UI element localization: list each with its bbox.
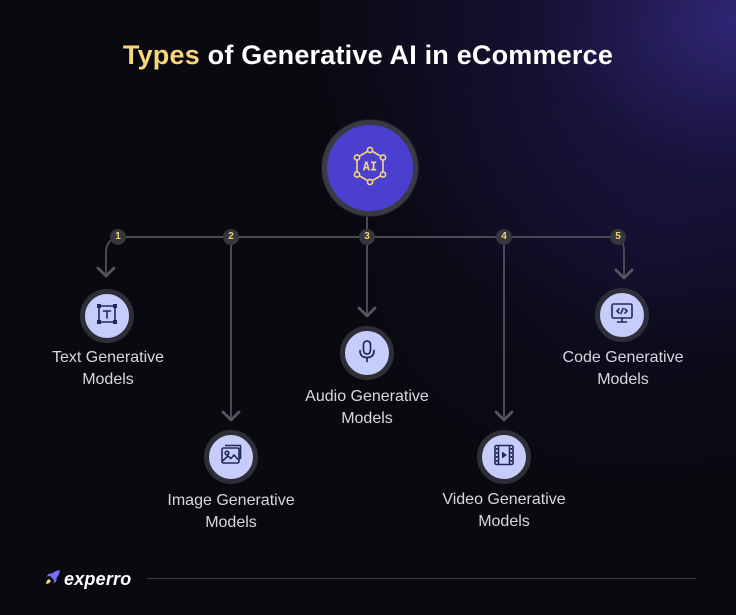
title-rest: of Generative AI in eCommerce bbox=[199, 40, 614, 70]
video-model-label: Video Generative Models bbox=[419, 489, 589, 533]
microphone-icon bbox=[354, 338, 380, 369]
audio-model-label: Audio Generative Models bbox=[282, 386, 452, 430]
branch-1-number: 1 bbox=[110, 229, 126, 245]
image-model-label: Image Generative Models bbox=[146, 490, 316, 534]
code-model-node bbox=[595, 288, 649, 342]
audio-model-label-line1: Audio Generative bbox=[305, 388, 429, 405]
code-model-label-line2: Models bbox=[597, 371, 649, 388]
audio-model-node bbox=[340, 326, 394, 380]
brand-logo: experro bbox=[44, 568, 131, 591]
text-model-node bbox=[80, 289, 134, 343]
image-model-label-line2: Models bbox=[205, 514, 257, 531]
rocket-icon bbox=[44, 568, 62, 591]
ai-hub-node: AI bbox=[322, 120, 418, 216]
video-model-label-line1: Video Generative bbox=[442, 491, 566, 508]
image-model-node bbox=[204, 430, 258, 484]
page-title: Types of Generative AI in eCommerce bbox=[0, 40, 736, 71]
branch-5-number: 5 bbox=[610, 229, 626, 245]
text-model-label: Text Generative Models bbox=[23, 347, 193, 391]
ai-icon-text: AI bbox=[363, 159, 377, 173]
image-icon bbox=[218, 442, 244, 473]
audio-model-label-line2: Models bbox=[341, 410, 393, 427]
video-icon bbox=[491, 442, 517, 473]
code-model-label: Code Generative Models bbox=[538, 347, 708, 391]
text-model-label-line1: Text Generative bbox=[51, 349, 165, 366]
branch-3-number: 3 bbox=[359, 229, 375, 245]
code-model-label-line1: Code Generative bbox=[562, 349, 684, 366]
text-t-icon bbox=[94, 301, 120, 332]
video-model-label-line2: Models bbox=[478, 513, 530, 530]
brand-name: experro bbox=[64, 569, 132, 589]
branch-4-number: 4 bbox=[496, 229, 512, 245]
title-highlight: Types bbox=[122, 40, 200, 70]
ai-network-icon: AI bbox=[348, 144, 392, 193]
text-model-label-line2: Models bbox=[82, 371, 134, 388]
footer-divider bbox=[147, 578, 696, 579]
image-model-label-line1: Image Generative bbox=[167, 492, 295, 509]
video-model-node bbox=[477, 430, 531, 484]
code-monitor-icon bbox=[609, 300, 635, 331]
branch-2-number: 2 bbox=[223, 229, 239, 245]
